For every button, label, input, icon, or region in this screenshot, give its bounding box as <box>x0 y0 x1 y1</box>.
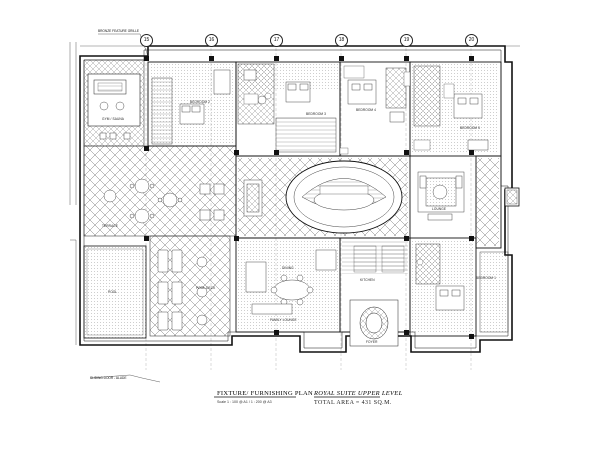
bathroom-fixtures <box>243 65 455 266</box>
drawing-title-block: FIXTURE/ FURNISHING PLAN Scale 1 : 100 @… <box>214 386 430 416</box>
foyer-medallion <box>349 299 399 347</box>
room-label-terrace: TERRACE <box>102 224 118 228</box>
drawing-level: ROYAL SUITE UPPER LEVEL <box>314 390 403 397</box>
grid-bubble-20: 20 <box>465 34 478 47</box>
drawing-scale-note: Scale 1 : 100 @ A1 / 1 : 200 @ A3 <box>217 400 272 404</box>
dining-area <box>245 249 337 315</box>
grid-bubble-18: 18 <box>335 34 348 47</box>
room-label-pool: POOL <box>108 290 118 294</box>
bedroom-5-furniture <box>413 65 489 151</box>
pool <box>83 245 147 339</box>
room-label-bedroom-1: BEDROOM 1 <box>476 276 497 280</box>
callout-bronze-grille: BRONZE FEATURE GRILLE <box>98 29 140 33</box>
room-label-foyer: FOYER <box>366 340 378 344</box>
room-label-lounge: LOUNGE <box>432 207 447 211</box>
central-oval-lounge <box>285 160 403 234</box>
grid-bubble-19: 19 <box>400 34 413 47</box>
room-label-bedroom-4: BEDROOM 4 <box>356 108 377 112</box>
room-label-pool-deck: POOL DECK <box>196 286 216 290</box>
room-label-bedroom-5: BEDROOM 5 <box>460 126 481 130</box>
grid-bubble-15: 15 <box>140 34 153 47</box>
grid-bubble-17: 17 <box>270 34 283 47</box>
grid-bubble-16: 16 <box>205 34 218 47</box>
bedroom-2-furniture <box>151 69 231 145</box>
room-label-kitchen: KITCHEN <box>360 278 375 282</box>
bedroom-1-furniture <box>415 243 509 333</box>
lounge-seating <box>417 171 465 221</box>
room-label-bedroom-2: BEDROOM 2 <box>190 100 211 104</box>
right-bay-window <box>504 187 520 207</box>
area-rug-left <box>243 179 263 217</box>
bedroom-4-furniture <box>347 67 407 123</box>
structural-columns <box>144 56 474 339</box>
gym-room <box>87 73 141 140</box>
terrace-dining-sets <box>103 178 225 224</box>
stair-core <box>353 245 405 273</box>
drawing-title: FIXTURE/ FURNISHING PLAN <box>217 390 314 397</box>
room-label-bedroom-3: BEDROOM 3 <box>306 112 327 116</box>
callout-sliding-door: SLIDING DOOR - ALUDE <box>90 376 127 380</box>
pool-deck-loungers <box>157 249 208 331</box>
room-label-gym: GYM / SAUNA <box>102 117 124 121</box>
room-label-family: FAMILY LOUNGE <box>270 318 297 322</box>
drawing-total-area: TOTAL AREA = 431 SQ.M. <box>314 400 392 406</box>
room-label-dining: DINING <box>282 266 294 270</box>
